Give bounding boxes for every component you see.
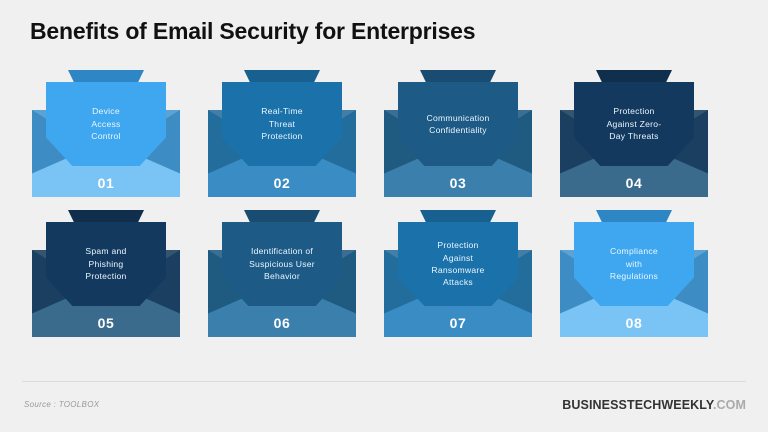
- envelope-grid: Device Access Control 01 Real-Time Threat …: [0, 70, 768, 337]
- envelope-number: 08: [625, 315, 643, 331]
- envelope-label: Real-Time Threat Protection: [261, 106, 303, 142]
- envelope-letter: Device Access Control: [46, 82, 166, 166]
- envelope-number: 03: [449, 175, 467, 191]
- envelope-number: 02: [273, 175, 291, 191]
- envelope-label: Identification of Suspicious User Behavi…: [249, 246, 315, 282]
- envelope-number: 05: [97, 315, 115, 331]
- brand-suffix-text: .COM: [712, 398, 746, 412]
- brand-logo: BUSINESSTECHWEEKLY.COM: [562, 398, 746, 412]
- envelope-letter: Communication Confidentiality: [398, 82, 518, 166]
- envelope-row-1: Device Access Control 01 Real-Time Threat …: [0, 70, 768, 197]
- envelope-label: Protection Against Zero- Day Threats: [606, 106, 662, 142]
- envelope-card-08[interactable]: Compliance with Regulations 08: [560, 210, 708, 337]
- envelope-card-03[interactable]: Communication Confidentiality 03: [384, 70, 532, 197]
- page-title: Benefits of Email Security for Enterpris…: [30, 18, 476, 44]
- envelope-letter: Identification of Suspicious User Behavi…: [222, 222, 342, 306]
- envelope-card-06[interactable]: Identification of Suspicious User Behavi…: [208, 210, 356, 337]
- source-label: Source : TOOLBOX: [24, 400, 100, 409]
- envelope-letter: Compliance with Regulations: [574, 222, 694, 306]
- envelope-letter: Protection Against Zero- Day Threats: [574, 82, 694, 166]
- envelope-label: Spam and Phishing Protection: [85, 246, 127, 282]
- envelope-label: Protection Against Ransomware Attacks: [431, 240, 485, 288]
- envelope-label: Communication Confidentiality: [426, 112, 490, 135]
- envelope-number: 07: [449, 315, 467, 331]
- envelope-row-2: Spam and Phishing Protection 05 Identifica…: [0, 210, 768, 337]
- envelope-number: 06: [273, 315, 291, 331]
- envelope-number: 01: [97, 175, 115, 191]
- brand-primary-text: BUSINESSTECHWEEKLY: [562, 398, 713, 412]
- envelope-card-07[interactable]: Protection Against Ransomware Attacks 07: [384, 210, 532, 337]
- envelope-card-01[interactable]: Device Access Control 01: [32, 70, 180, 197]
- footer-divider: [22, 381, 746, 382]
- envelope-label: Compliance with Regulations: [609, 246, 659, 282]
- envelope-card-05[interactable]: Spam and Phishing Protection 05: [32, 210, 180, 337]
- envelope-letter: Protection Against Ransomware Attacks: [398, 222, 518, 306]
- envelope-card-02[interactable]: Real-Time Threat Protection 02: [208, 70, 356, 197]
- envelope-number: 04: [625, 175, 643, 191]
- envelope-letter: Real-Time Threat Protection: [222, 82, 342, 166]
- envelope-letter: Spam and Phishing Protection: [46, 222, 166, 306]
- envelope-label: Device Access Control: [91, 106, 121, 142]
- envelope-card-04[interactable]: Protection Against Zero- Day Threats 04: [560, 70, 708, 197]
